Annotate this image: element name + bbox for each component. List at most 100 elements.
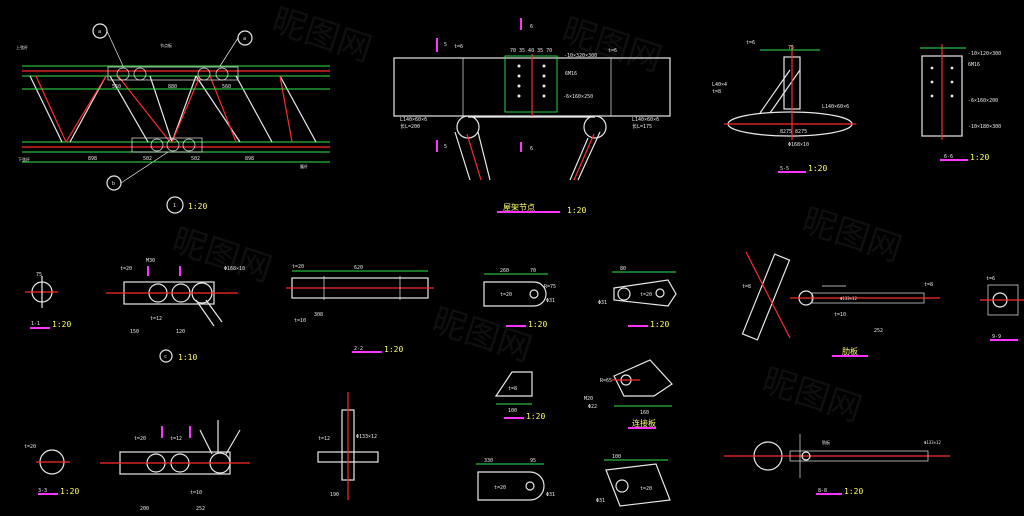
dim-200-bn: 200 — [140, 506, 149, 512]
t20-c: t=20 — [120, 266, 132, 272]
phi22-p4: Φ22 — [588, 404, 597, 410]
tee-section: t=12 Φ133×12 190 — [317, 392, 379, 500]
truss-elevation: a a b 560 880 560 898 502 502 898 上弦杆 节点… — [16, 23, 330, 214]
t20-p6: t=20 — [640, 486, 652, 492]
dim-80-p2: 80 — [620, 266, 626, 272]
t8-p3: t=8 — [508, 386, 517, 392]
t10-22: t=10 — [294, 318, 306, 324]
angle-l140-right: L140×60×6 — [632, 117, 659, 123]
sec33-title: 3-3 — [38, 488, 47, 494]
sec5-mark-bottom: 5 — [444, 144, 447, 150]
pipe-133-88: Φ133×12 — [924, 440, 941, 445]
pipe-133-lbl: Φ133×12 — [840, 296, 857, 301]
m30-c: M30 — [146, 258, 155, 264]
sec88-title: 8-8 — [818, 488, 827, 494]
dim-120-c: 120 — [176, 329, 185, 335]
bolt-6m16-66: 6M16 — [968, 62, 980, 68]
t12-tee: t=12 — [318, 436, 330, 442]
callout-c — [159, 349, 173, 363]
dim-502-right: 502 — [191, 156, 200, 162]
dim-8-brace: t=8 — [742, 284, 751, 290]
dim-100-p3: 100 — [508, 408, 517, 414]
angle-l140-55: L140×60×6 — [822, 104, 849, 110]
dim-898-right: 898 — [245, 156, 254, 162]
plate-detail-6: 100 t=20 Φ31 — [596, 454, 671, 507]
label-lower-chord: 下弦杆 — [18, 156, 30, 162]
t20-p5: t=20 — [494, 485, 506, 491]
section-8-8: 肋板 Φ133×12 8-8 1:20 — [724, 434, 950, 496]
t20-p1: t=20 — [500, 292, 512, 298]
node-scale: 1:20 — [567, 206, 586, 215]
label-web: 腹杆 — [300, 163, 308, 169]
dim-252-bn: 252 — [196, 506, 205, 512]
dim-75-55: 75 — [788, 45, 794, 51]
t6-left: t=6 — [454, 44, 463, 50]
section-3-3: t=20 3-3 1:20 — [24, 444, 79, 496]
sec88-scale: 1:20 — [844, 487, 863, 496]
t20-p2: t=20 — [640, 292, 652, 298]
label-upper-chord: 上弦杆 — [16, 44, 28, 50]
node-title: 屋架节点 — [503, 203, 535, 212]
dim-234: 252 — [874, 328, 883, 334]
p3-scale: 1:20 — [526, 412, 545, 421]
dim-898-left: 898 — [88, 156, 97, 162]
node-detail-center: 5 5 6 6 70 35 40 35 70 -10×320×300 6M16 … — [393, 18, 671, 215]
phi31-p6: Φ31 — [596, 498, 605, 504]
dim-8-right: t=8 — [924, 282, 933, 288]
r75-p1: R=75 — [544, 284, 556, 290]
dim-95-p5: 95 — [530, 458, 536, 464]
t20-bn: t=20 — [134, 436, 146, 442]
dim-70-p1: 70 — [530, 268, 536, 274]
dim-7035: 70 35 40 35 70 — [510, 48, 552, 54]
detail-c-scale: 1:10 — [178, 353, 197, 362]
t12-c: t=12 — [150, 316, 162, 322]
callout-a-upper-label: a — [98, 29, 101, 35]
len-175: 长L=175 — [632, 123, 652, 130]
dim-560-left: 560 — [112, 84, 121, 90]
sec5-mark-top: 5 — [444, 42, 447, 48]
p2-scale: 1:20 — [650, 320, 669, 329]
t20-33: t=20 — [24, 444, 36, 450]
section-6-6: -10×120×300 6M16 -6×160×200 -10×180×300 … — [920, 44, 1001, 162]
sec99-title: 9-9 — [992, 334, 1001, 340]
brace-connection-detail: t=8 t=8 Φ133×12 t=10 252 肋板 — [741, 251, 940, 357]
section-2-2: 620 t=20 308 t=10 2-2 1:20 — [286, 264, 434, 354]
plate-10x120x300: -10×120×300 — [968, 51, 1001, 57]
section-1-1: 75 1-1 1:20 — [25, 272, 71, 329]
detail-c: t=20 M30 Φ168×10 t=12 150 120 c 1:10 — [106, 258, 245, 363]
sec6-mark-bottom: 6 — [530, 146, 533, 152]
plate-detail-2: 80 t=20 Φ31 1:20 — [598, 266, 677, 329]
label-plate-top: 节点板 — [160, 42, 172, 48]
sec55-title: 5-5 — [780, 166, 789, 172]
dim-160-p4: 160 — [640, 410, 649, 416]
t8-55: t=8 — [712, 89, 721, 95]
pipe-168-55: Φ168×10 — [788, 142, 809, 148]
plate-6x160x200: -6×160×200 — [968, 98, 998, 104]
r65-p4: R=65 — [600, 378, 612, 384]
t6-55: t=6 — [746, 40, 755, 46]
plate-10x180x300: -10×180×300 — [968, 124, 1001, 130]
plate-10x320x300: -10×320×300 — [564, 53, 597, 59]
sec66-title: 6-6 — [944, 154, 953, 160]
callout-a-right-label: a — [243, 36, 246, 42]
pipe-168-c: Φ168×10 — [224, 266, 245, 272]
sec11-scale: 1:20 — [52, 320, 71, 329]
detail-1-number: 1 — [173, 203, 176, 209]
dim-260: 260 — [500, 268, 509, 274]
dim-330: 330 — [484, 458, 493, 464]
dim-100-p6: 100 — [612, 454, 621, 460]
pipe-133-tee: Φ133×12 — [356, 434, 377, 440]
sec22-title: 2-2 — [354, 346, 363, 352]
t12-bn: t=12 — [170, 436, 182, 442]
plate-detail-5: 330 95 t=20 Φ31 — [476, 458, 555, 501]
detail-1-scale: 1:20 — [188, 202, 207, 211]
sec11-title: 1-1 — [31, 321, 40, 327]
m20-p4: M20 — [584, 396, 593, 402]
callout-c-label: c — [164, 354, 167, 360]
len-200: 长L=200 — [400, 123, 420, 130]
plate-detail-3: t=8 100 1:20 — [494, 371, 545, 421]
sec6-mark-top: 6 — [530, 24, 533, 30]
dim-190-tee: 190 — [330, 492, 339, 498]
dim-30-11: 75 — [36, 272, 42, 278]
